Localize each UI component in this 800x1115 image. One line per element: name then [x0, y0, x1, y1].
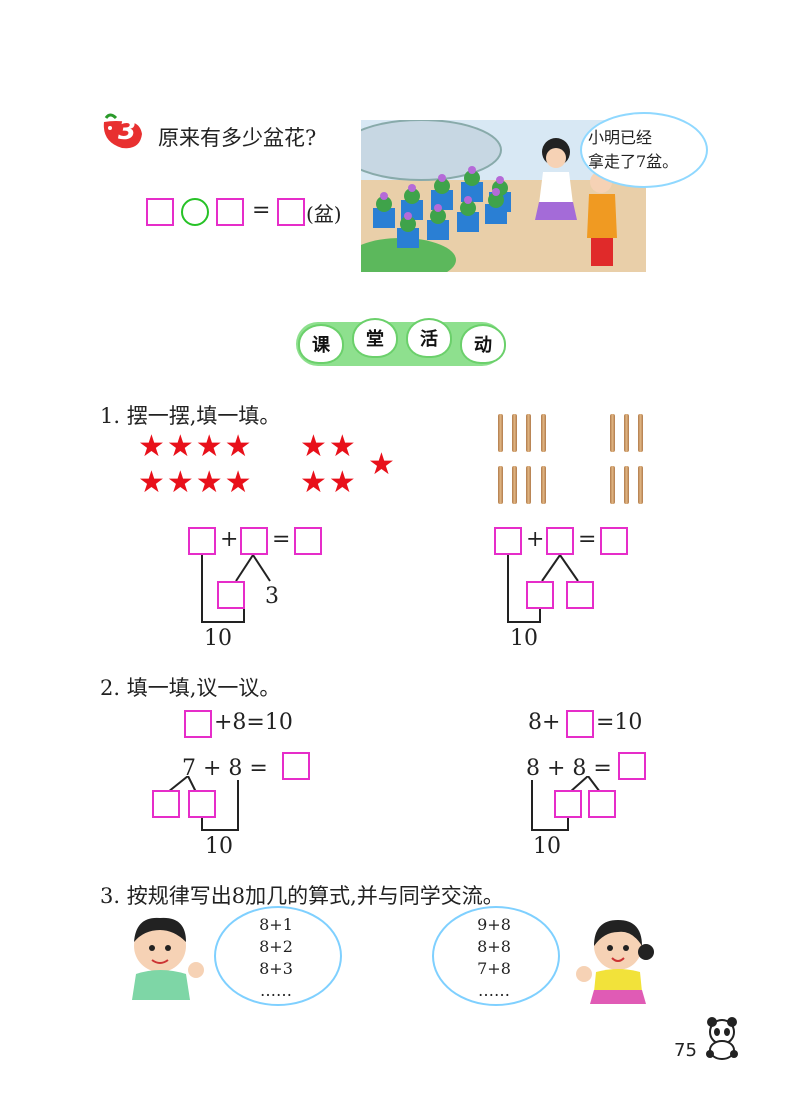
- answer-box[interactable]: [494, 527, 522, 555]
- left-list-item: 8+2: [259, 937, 293, 956]
- answer-box[interactable]: [216, 198, 244, 226]
- answer-box[interactable]: [282, 752, 310, 780]
- thought-bubble-left: [214, 906, 342, 1006]
- single-star: ★: [368, 447, 397, 482]
- problem-number-badge: 3: [100, 112, 144, 152]
- ten-label: 10: [205, 834, 233, 859]
- equation-text: 8+: [528, 710, 561, 735]
- activity3-title: 3. 按规律写出8加几的算式,并与同学交流。: [100, 884, 504, 908]
- equation-text: +8=10: [214, 710, 293, 735]
- operator-circle[interactable]: [181, 198, 209, 226]
- answer-box[interactable]: [566, 710, 594, 738]
- chili-badge-icon: [103, 113, 142, 149]
- equation-text: 7 + 8 =: [182, 756, 268, 781]
- right-list-item: 7+8: [477, 959, 511, 978]
- answer-box[interactable]: [188, 790, 216, 818]
- thought-bubble-right: [432, 906, 560, 1006]
- answer-box[interactable]: [294, 527, 322, 555]
- answer-box[interactable]: [217, 581, 245, 609]
- banner-char: 动: [460, 324, 506, 364]
- equals-sign: =: [578, 527, 597, 552]
- activity2-title: 2. 填一填,议一议。: [100, 676, 281, 700]
- banner-char: 堂: [352, 318, 398, 358]
- page-number: 75: [674, 1040, 697, 1061]
- panda-icon: [706, 1017, 738, 1060]
- right-list-item: 8+8: [477, 937, 511, 956]
- answer-box[interactable]: [588, 790, 616, 818]
- answer-box[interactable]: [566, 581, 594, 609]
- activity1-title: 1. 摆一摆,填一填。: [100, 404, 281, 428]
- answer-box[interactable]: [277, 198, 305, 226]
- answer-box[interactable]: [188, 527, 216, 555]
- star-row-left-bottom: ★★★★: [138, 465, 254, 500]
- answer-box[interactable]: [600, 527, 628, 555]
- split-lines: [167, 776, 197, 793]
- plus-sign: +: [526, 527, 545, 552]
- answer-box[interactable]: [554, 790, 582, 818]
- split-lines: [235, 555, 271, 582]
- left-list-item: 8+3: [259, 959, 293, 978]
- problem-question: 原来有多少盆花?: [158, 126, 317, 150]
- answer-box[interactable]: [526, 581, 554, 609]
- star-row-left-top: ★★★★: [138, 429, 254, 464]
- equals-sign: =: [252, 198, 271, 223]
- left-list-item: ……: [260, 981, 292, 1000]
- answer-box[interactable]: [240, 527, 268, 555]
- star-row-right-bottom: ★★: [300, 465, 358, 500]
- plus-sign: +: [220, 527, 239, 552]
- answer-box[interactable]: [546, 527, 574, 555]
- speech-text: 小明已经 拿走了7盆。: [588, 128, 679, 171]
- boy-character-icon: [132, 917, 204, 1000]
- problem-number: 3: [118, 116, 137, 146]
- answer-box[interactable]: [618, 752, 646, 780]
- speech-bubble: [580, 112, 708, 188]
- equals-sign: =: [272, 527, 291, 552]
- ten-label: 10: [533, 834, 561, 859]
- split-lines: [541, 555, 579, 582]
- right-list-item: 9+8: [477, 915, 511, 934]
- right-list-item: ……: [478, 981, 510, 1000]
- banner-char: 课: [298, 324, 344, 364]
- star-row-right-top: ★★: [300, 429, 358, 464]
- answer-box[interactable]: [146, 198, 174, 226]
- ten-label: 10: [204, 626, 232, 651]
- girl-character-icon: [576, 920, 654, 1004]
- equation-text: =10: [596, 710, 643, 735]
- split-lines: [569, 776, 601, 793]
- unit-label: (盆): [306, 202, 342, 226]
- ten-label: 10: [510, 626, 538, 651]
- banner-char: 活: [406, 318, 452, 358]
- left-list-item: 8+1: [259, 915, 293, 934]
- answer-box[interactable]: [152, 790, 180, 818]
- answer-box[interactable]: [184, 710, 212, 738]
- known-part: 3: [265, 584, 279, 609]
- equation-text: 8 + 8 =: [526, 756, 612, 781]
